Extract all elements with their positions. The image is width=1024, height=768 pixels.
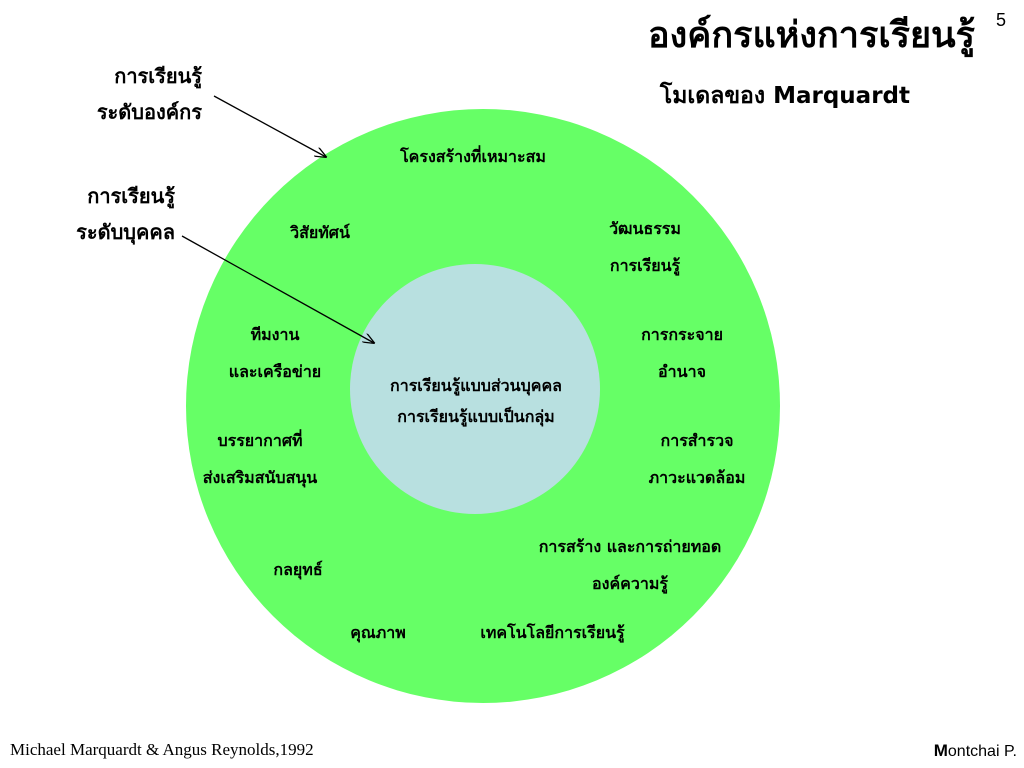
ring-item-line: การเรียนรู้: [609, 256, 681, 275]
ring-item-line: วัฒนธรรม: [609, 219, 681, 238]
inner-circle-label: การเรียนรู้แบบส่วนบุคคล การเรียนรู้แบบเป…: [350, 370, 602, 432]
ring-item-line: โครงสร้างที่เหมาะสม: [400, 147, 546, 166]
ring-item-line: กลยุทธ์: [273, 560, 323, 579]
citation: Michael Marquardt & Angus Reynolds,1992: [10, 740, 314, 759]
individual-level-label-line: ระดับบุคคล: [76, 220, 175, 244]
ring-item-line: บรรยากาศที่: [217, 431, 303, 450]
ring-item-line: วิสัยทัศน์: [290, 223, 350, 242]
individual-level-label-line: การเรียนรู้: [87, 184, 175, 208]
ring-item-line: อำนาจ: [658, 362, 706, 381]
ring-item-line: การสร้าง และการถ่ายทอด: [538, 537, 722, 556]
ring-item-scanning: การสำรวจ ภาวะแวดล้อม: [607, 422, 787, 496]
inner-circle-line: การเรียนรู้แบบเป็นกลุ่ม: [397, 407, 555, 426]
slide-subtitle: โมเดลของ Marquardt: [659, 83, 910, 109]
organizational-level-label-line: การเรียนรู้: [114, 64, 202, 88]
ring-item-knowledge: การสร้าง และการถ่ายทอด องค์ความรู้: [495, 528, 765, 602]
ring-item-line: คุณภาพ: [350, 623, 406, 642]
slide-title: องค์กรแห่งการเรียนรู้: [648, 15, 975, 56]
individual-level-label: การเรียนรู้ ระดับบุคคล: [30, 178, 175, 250]
ring-item-empowerment: การกระจาย อำนาจ: [602, 316, 762, 390]
ring-item-climate: บรรยากาศที่ ส่งเสริมสนับสนุน: [170, 422, 350, 496]
ring-item-line: เทคโนโลยีการเรียนรู้: [480, 623, 625, 642]
ring-item-vision: วิสัยทัศน์: [240, 214, 400, 251]
inner-circle: [350, 264, 600, 514]
organizational-level-arrow: [213, 95, 326, 157]
ring-item-line: การสำรวจ: [660, 431, 734, 450]
ring-item-line: ทีมงาน: [250, 325, 300, 344]
ring-item-quality: คุณภาพ: [318, 614, 438, 651]
ring-item-culture: วัฒนธรรม การเรียนรู้: [565, 210, 725, 284]
author-name-rest: ontchai P.: [947, 743, 1017, 760]
organizational-level-label-line: ระดับองค์กร: [96, 100, 202, 124]
individual-level-arrow: [181, 235, 374, 343]
ring-item-line: ส่งเสริมสนับสนุน: [202, 468, 318, 487]
ring-item-teams: ทีมงาน และเครือข่าย: [190, 316, 360, 390]
page-number: 5: [996, 10, 1007, 30]
ring-item-technology: เทคโนโลยีการเรียนรู้: [435, 614, 670, 651]
author-credit: Montchai P.: [0, 741, 1017, 761]
ring-item-line: และเครือข่าย: [228, 362, 322, 381]
author-initial: M: [933, 741, 948, 760]
ring-item-line: ภาวะแวดล้อม: [648, 468, 746, 487]
organizational-level-label: การเรียนรู้ ระดับองค์กร: [40, 58, 202, 130]
ring-item-line: การกระจาย: [641, 325, 723, 344]
inner-circle-line: การเรียนรู้แบบส่วนบุคคล: [390, 376, 562, 395]
ring-item-structure: โครงสร้างที่เหมาะสม: [343, 138, 603, 175]
ring-item-line: องค์ความรู้: [592, 574, 668, 593]
ring-item-strategy: กลยุทธ์: [238, 551, 358, 588]
